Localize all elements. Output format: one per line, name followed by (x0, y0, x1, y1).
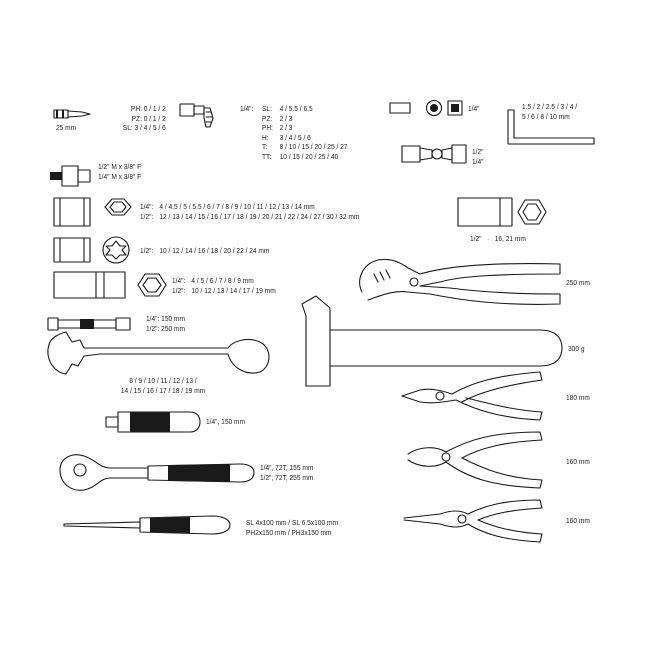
torx-socket-icon (53, 236, 130, 264)
spark-plug-socket-icon (457, 197, 547, 227)
hex-socket-icon (53, 197, 132, 227)
bit-socket-drive-label: 1/4": (240, 104, 254, 113)
extension-bar-line: 1/2": 250 mm (146, 323, 186, 333)
combination-pliers-length: 180 mm (566, 393, 590, 402)
torx-socket-sizes: 1/2":10 / 12 / 14 / 16 / 18 / 20 / 22 / … (140, 246, 270, 255)
deep-socket-sizes: 1/4":4 / 5 / 6 / 7 / 8 / 9 mm 1/2":10 / … (172, 276, 276, 295)
bit-socket-row: TT:10 / 15 / 20 / 25 / 40 (262, 151, 339, 161)
screwdriver-line: SL 4x100 mm / SL 6.5x100 mm (246, 518, 338, 527)
screwdriver-line: PH2x150 mm / PH3x150 mm (246, 527, 332, 537)
hex-keys-line: 1.5 / 2 / 2.5 / 3 / 4 / (522, 102, 578, 111)
bit-socket-row: T:8 / 10 / 15 / 20 / 25 / 27 (262, 142, 348, 151)
hex-socket-sizes: 1/4":4 / 4.5 / 5 / 5.5 / 6 / 7 / 8 / 9 /… (140, 202, 359, 221)
deep-socket-icon (53, 271, 167, 299)
bit-sizes-line: PZ: 0 / 1 / 2 (131, 113, 166, 123)
socket-adapter-icon (50, 165, 91, 187)
combination-pliers-icon (401, 371, 543, 421)
water-pump-pliers-icon (359, 258, 561, 305)
deep-socket-row: 1/2":10 / 12 / 13 / 14 / 17 / 19 mm (172, 285, 276, 295)
diagonal-cutters-icon (407, 431, 543, 489)
bit-socket-row: PH:2 / 3 (262, 123, 293, 132)
long-nose-pliers-length: 160 mm (566, 516, 590, 525)
ratchet-sizes: 1/4", 72T, 155 mm 1/2", 72T, 255 mm (260, 463, 313, 482)
wrench-sizes: 8 / 9 / 10 / 11 / 12 / 13 / 14 / 15 / 16… (115, 376, 212, 395)
bit-length-label: 25 mm (56, 123, 77, 132)
bit-socket-row: SL:4 / 5.5 / 6.5 (262, 104, 313, 113)
ratchet-icon (59, 454, 255, 491)
water-pump-pliers-length: 250 mm (566, 278, 590, 287)
ratchet-line: 1/2", 72T, 255 mm (260, 472, 314, 482)
adapter-sizes: 1/2" M x 3/8" F 1/4" M x 3/8" F (98, 162, 141, 181)
extension-bar-line: 1/4": 150 mm (146, 314, 186, 323)
screwdriver-sizes: SL 4x100 mm / SL 6.5x100 mm PH2x150 mm /… (246, 518, 338, 537)
extension-bar-sizes: 1/4": 150 mm 1/2": 250 mm (146, 314, 185, 333)
bit-socket-icon (179, 103, 214, 128)
bit-sizes-line: SL: 3 / 4 / 5 / 6 (123, 123, 166, 132)
adapter-line: 1/2" M x 3/8" F (98, 162, 142, 171)
spark-plug-socket-label: 1/2" · 16, 21 mm (470, 234, 526, 243)
extension-bar-icon (47, 317, 131, 331)
universal-joint-icon (401, 144, 467, 164)
hex-socket-row: 1/2":12 / 13 / 14 / 15 / 16 / 17 / 18 / … (140, 211, 360, 221)
bit-socket-sizes-list: SL:4 / 5.5 / 6.5 PZ:2 / 3 PH:2 / 3 H:3 /… (262, 104, 347, 161)
hex-keys-icon (507, 109, 595, 145)
hammer-icon (301, 295, 563, 387)
bit-socket-row: PZ:2 / 3 (262, 113, 293, 123)
bit-sizes-list: PH: 0 / 1 / 2 PZ: 0 / 1 / 2 SL: 3 / 4 / … (123, 104, 166, 133)
screwdriver-bit-icon (53, 109, 91, 119)
hammer-weight: 300 g (568, 344, 585, 353)
bit-socket-row: H:3 / 4 / 5 / 6 (262, 132, 311, 142)
adapter-line: 1/4" M x 3/8" F (98, 171, 142, 181)
wrench-sizes-line: 8 / 9 / 10 / 11 / 12 / 13 / (129, 376, 197, 385)
adapter-socket-icon (389, 99, 463, 117)
spinner-handle-label: 1/4", 150 mm (206, 417, 246, 426)
diagonal-cutters-length: 160 mm (566, 457, 590, 466)
screwdriver-icon (63, 515, 231, 535)
ratchet-line: 1/4", 72T, 155 mm (260, 463, 314, 472)
spinner-handle-icon (105, 411, 201, 433)
bit-sizes-line: PH: 0 / 1 / 2 (131, 104, 166, 113)
universal-joint-line: 1/4" (472, 156, 484, 166)
wrench-sizes-line: 14 / 15 / 16 / 17 / 18 / 19 mm (120, 385, 206, 395)
combination-wrench-icon (47, 331, 270, 375)
adapter-socket-label: 1/4" (468, 104, 480, 113)
long-nose-pliers-icon (403, 499, 543, 543)
deep-socket-row: 1/4":4 / 5 / 6 / 7 / 8 / 9 mm (172, 276, 254, 285)
hex-keys-line: 5 / 6 / 8 / 10 mm (522, 111, 570, 121)
universal-joint-sizes: 1/2" 1/4" (472, 147, 484, 166)
hex-keys-sizes: 1.5 / 2 / 2.5 / 3 / 4 / 5 / 6 / 8 / 10 m… (522, 102, 577, 121)
hex-socket-row: 1/4":4 / 4.5 / 5 / 5.5 / 6 / 7 / 8 / 9 /… (140, 202, 315, 211)
universal-joint-line: 1/2" (472, 147, 484, 156)
